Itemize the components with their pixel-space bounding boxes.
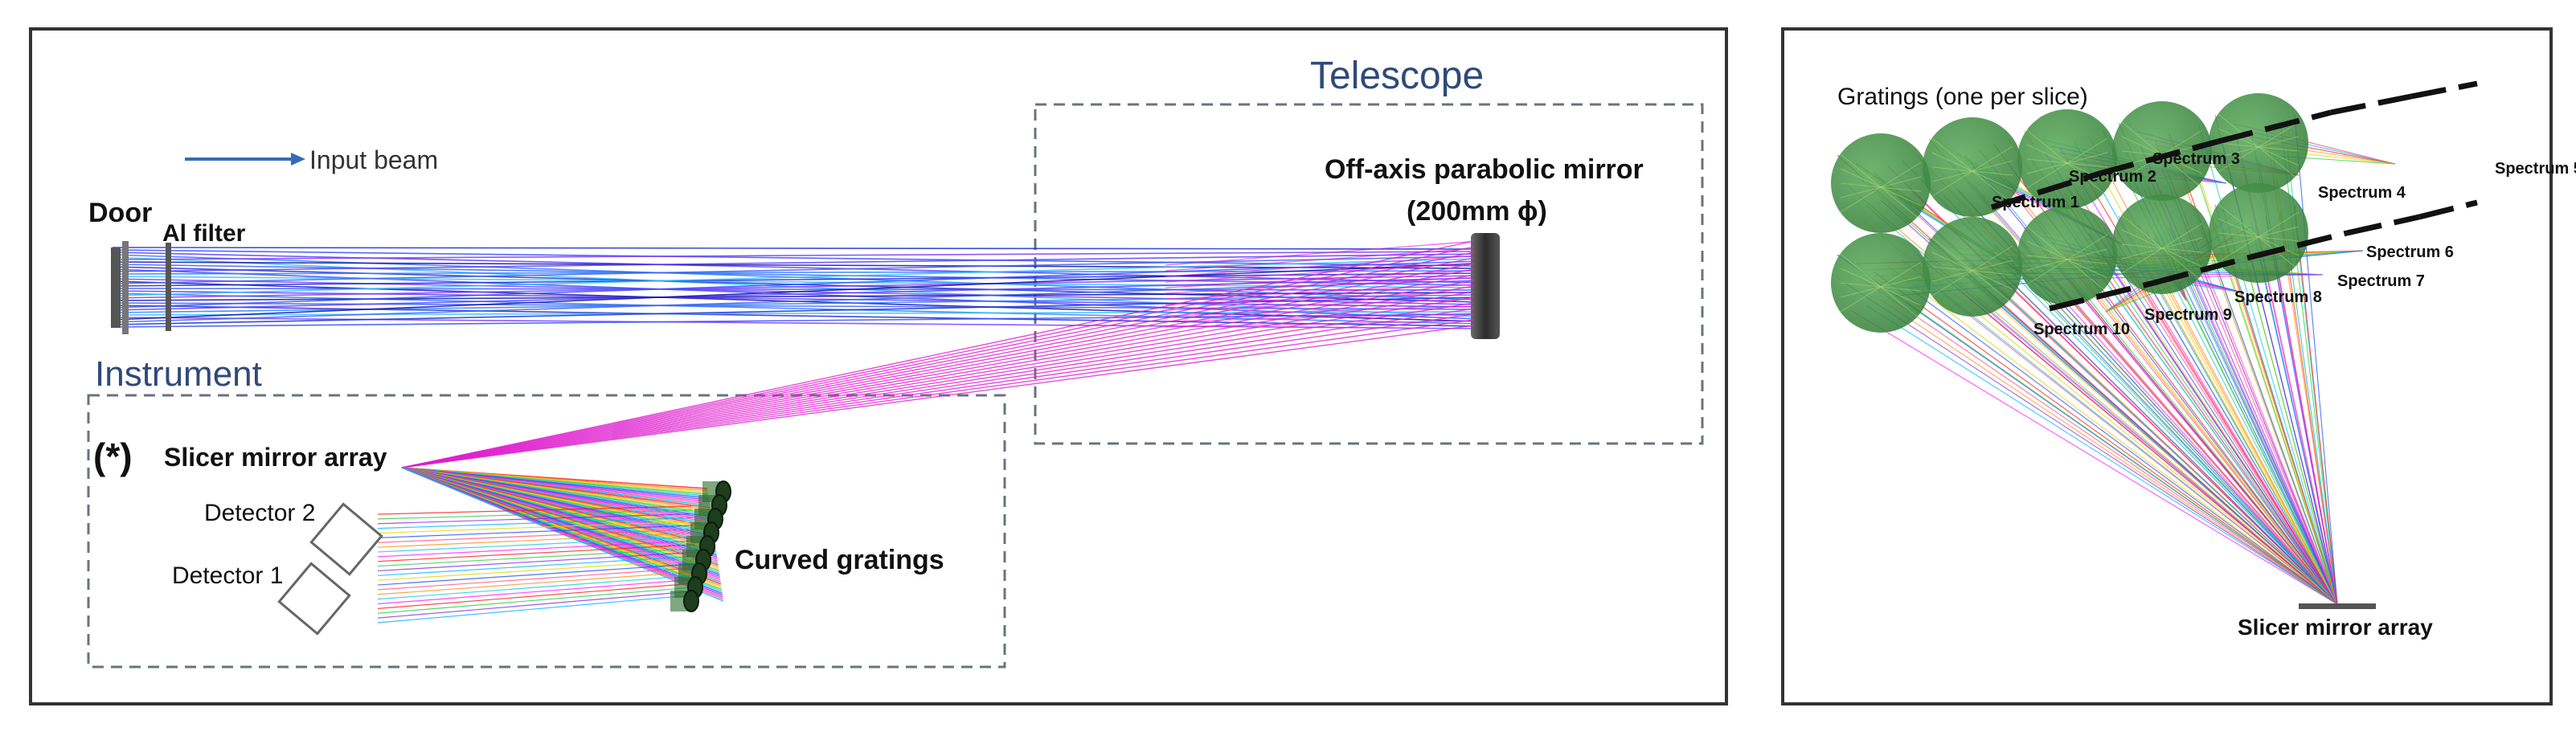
instrument-box: [87, 394, 1006, 669]
instrument-label: Instrument: [95, 354, 262, 394]
asterisk-label: (*): [93, 436, 133, 477]
door: [111, 247, 121, 328]
spectrum-label-7: Spectrum 7: [2337, 272, 2425, 290]
spectrum-lines: [1990, 80, 2478, 312]
grating-disks: [1831, 93, 2308, 333]
curved-gratings: [670, 481, 731, 612]
spectrum-label-3: Spectrum 3: [2152, 150, 2240, 168]
spectrum-label-5: Spectrum 5: [2495, 160, 2576, 178]
spectrum-label-6: Spectrum 6: [2366, 243, 2454, 261]
right-panel: Gratings (one per slice) Slicer mirror a…: [1781, 27, 2576, 705]
spectrum-label-8: Spectrum 8: [2234, 288, 2322, 306]
detector1-label: Detector 1: [172, 562, 283, 589]
slicer-mirror-right: [2299, 603, 2376, 609]
converging-beam: [401, 240, 1475, 468]
telescope-box: [1034, 103, 1704, 445]
gratings-label: Curved gratings: [735, 545, 944, 575]
input-beam-label: Input beam: [309, 145, 438, 174]
mirror-label-line2: (200mm ϕ): [1407, 196, 1547, 227]
detector-1: [277, 562, 351, 636]
detector-2: [309, 502, 383, 576]
slicer-label-right: Slicer mirror array: [2238, 615, 2433, 640]
spectrum-label-2: Spectrum 2: [2069, 168, 2156, 186]
telescope-label: Telescope: [1310, 55, 1484, 97]
spectrum-label-10: Spectrum 10: [2033, 321, 2130, 338]
input-beam-arrow: [185, 153, 305, 166]
al-filter-label: Al filter: [162, 220, 246, 247]
door-label: Door: [88, 198, 152, 228]
slicer-label-left: Slicer mirror array: [164, 443, 387, 472]
mirror-label-line1: Off-axis parabolic mirror: [1325, 154, 1644, 185]
spectrum-label-9: Spectrum 9: [2144, 306, 2232, 324]
spectrum-label-1: Spectrum 1: [1992, 194, 2079, 211]
dispersed-beams: [377, 467, 724, 624]
detector2-label: Detector 2: [204, 500, 315, 526]
door-inner: [122, 241, 129, 334]
right-panel-title: Gratings (one per slice): [1837, 84, 2088, 110]
al-filter: [166, 243, 171, 331]
left-panel: Telescope Instrument Input beam Door Al …: [29, 27, 1728, 705]
spectrum-label-4: Spectrum 4: [2318, 184, 2406, 202]
parabolic-mirror: [1471, 233, 1500, 339]
